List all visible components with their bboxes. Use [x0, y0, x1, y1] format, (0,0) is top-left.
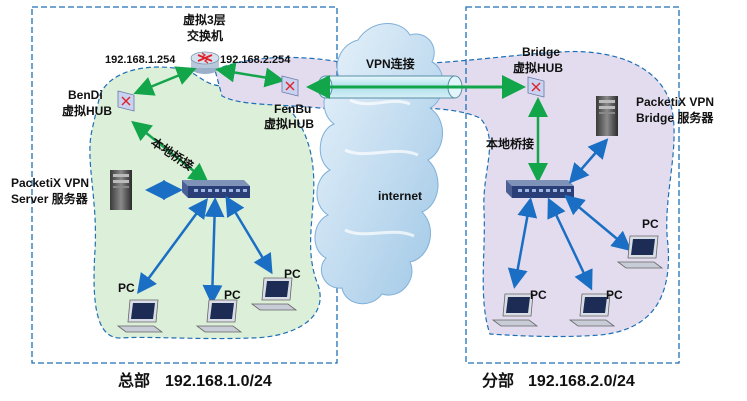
hq-caption-net: 192.168.1.0/24 [165, 373, 272, 390]
branch-caption-net: 192.168.2.0/24 [528, 373, 635, 390]
branch-server-link [568, 138, 609, 184]
router-ip-left: 192.168.1.254 [105, 54, 176, 66]
fenbu-hub-line1: FenBu [274, 102, 311, 116]
internet-label: internet [378, 189, 422, 203]
router-to-bendi-link [133, 66, 197, 96]
branch-pc3-label: PC [642, 217, 659, 231]
hq-pc3-link [225, 195, 273, 275]
hq-pc2-label: PC [224, 288, 241, 302]
fenbu-hub-icon [281, 75, 299, 97]
branch-pc2-label: PC [606, 288, 623, 302]
bendi-hub-line2: 虚拟HUB [62, 103, 112, 118]
bridge-hub-line2: 虚拟HUB [513, 60, 563, 75]
branch-pc1-link [507, 197, 538, 289]
hq-pc1-link [137, 197, 208, 295]
branch-server-line1: PacketiX VPN [636, 95, 714, 109]
router-title-line2: 交换机 [187, 28, 223, 43]
vpn-connection-label: VPN连接 [366, 56, 415, 71]
hq-pc2-link [202, 197, 225, 305]
bendi-hub-icon [117, 90, 135, 112]
branch-pc3-link [564, 194, 632, 252]
branch-server-icon [596, 96, 618, 136]
branch-caption-name: 分部 [482, 371, 514, 390]
pc-icon [491, 293, 539, 327]
branch-switch-icon [506, 180, 574, 198]
bendi-hub-line1: BenDi [68, 88, 103, 102]
hq-pc3-label: PC [284, 267, 301, 281]
branch-frame [465, 6, 680, 364]
router-icon [190, 51, 220, 74]
router-ip-right: 192.168.2.254 [220, 54, 291, 66]
hq-switch-icon [182, 180, 250, 198]
hq-caption-name: 总部 [118, 371, 150, 390]
pc-icon [116, 299, 164, 333]
pc-icon [250, 277, 298, 311]
fenbu-hub-line2: 虚拟HUB [264, 116, 314, 131]
bridge-hub-icon [527, 76, 545, 98]
pc-icon [616, 235, 664, 269]
branch-server-line2: Bridge 服务器 [636, 110, 714, 125]
pc-icon [195, 299, 243, 333]
branch-local-bridge-label: 本地桥接 [486, 136, 534, 151]
pc-icon [568, 293, 616, 327]
hq-server-line1: PacketiX VPN [11, 176, 89, 190]
hq-server-icon [110, 170, 132, 210]
hq-local-bridge-link [131, 120, 209, 184]
branch-pc1-label: PC [530, 288, 547, 302]
hq-server-line2: Server 服务器 [11, 191, 89, 206]
router-title-line1: 虚拟3层 [183, 12, 226, 27]
hq-pc1-label: PC [118, 281, 135, 295]
bridge-hub-line1: Bridge [522, 45, 560, 59]
router-to-fenbu-link [215, 62, 285, 88]
